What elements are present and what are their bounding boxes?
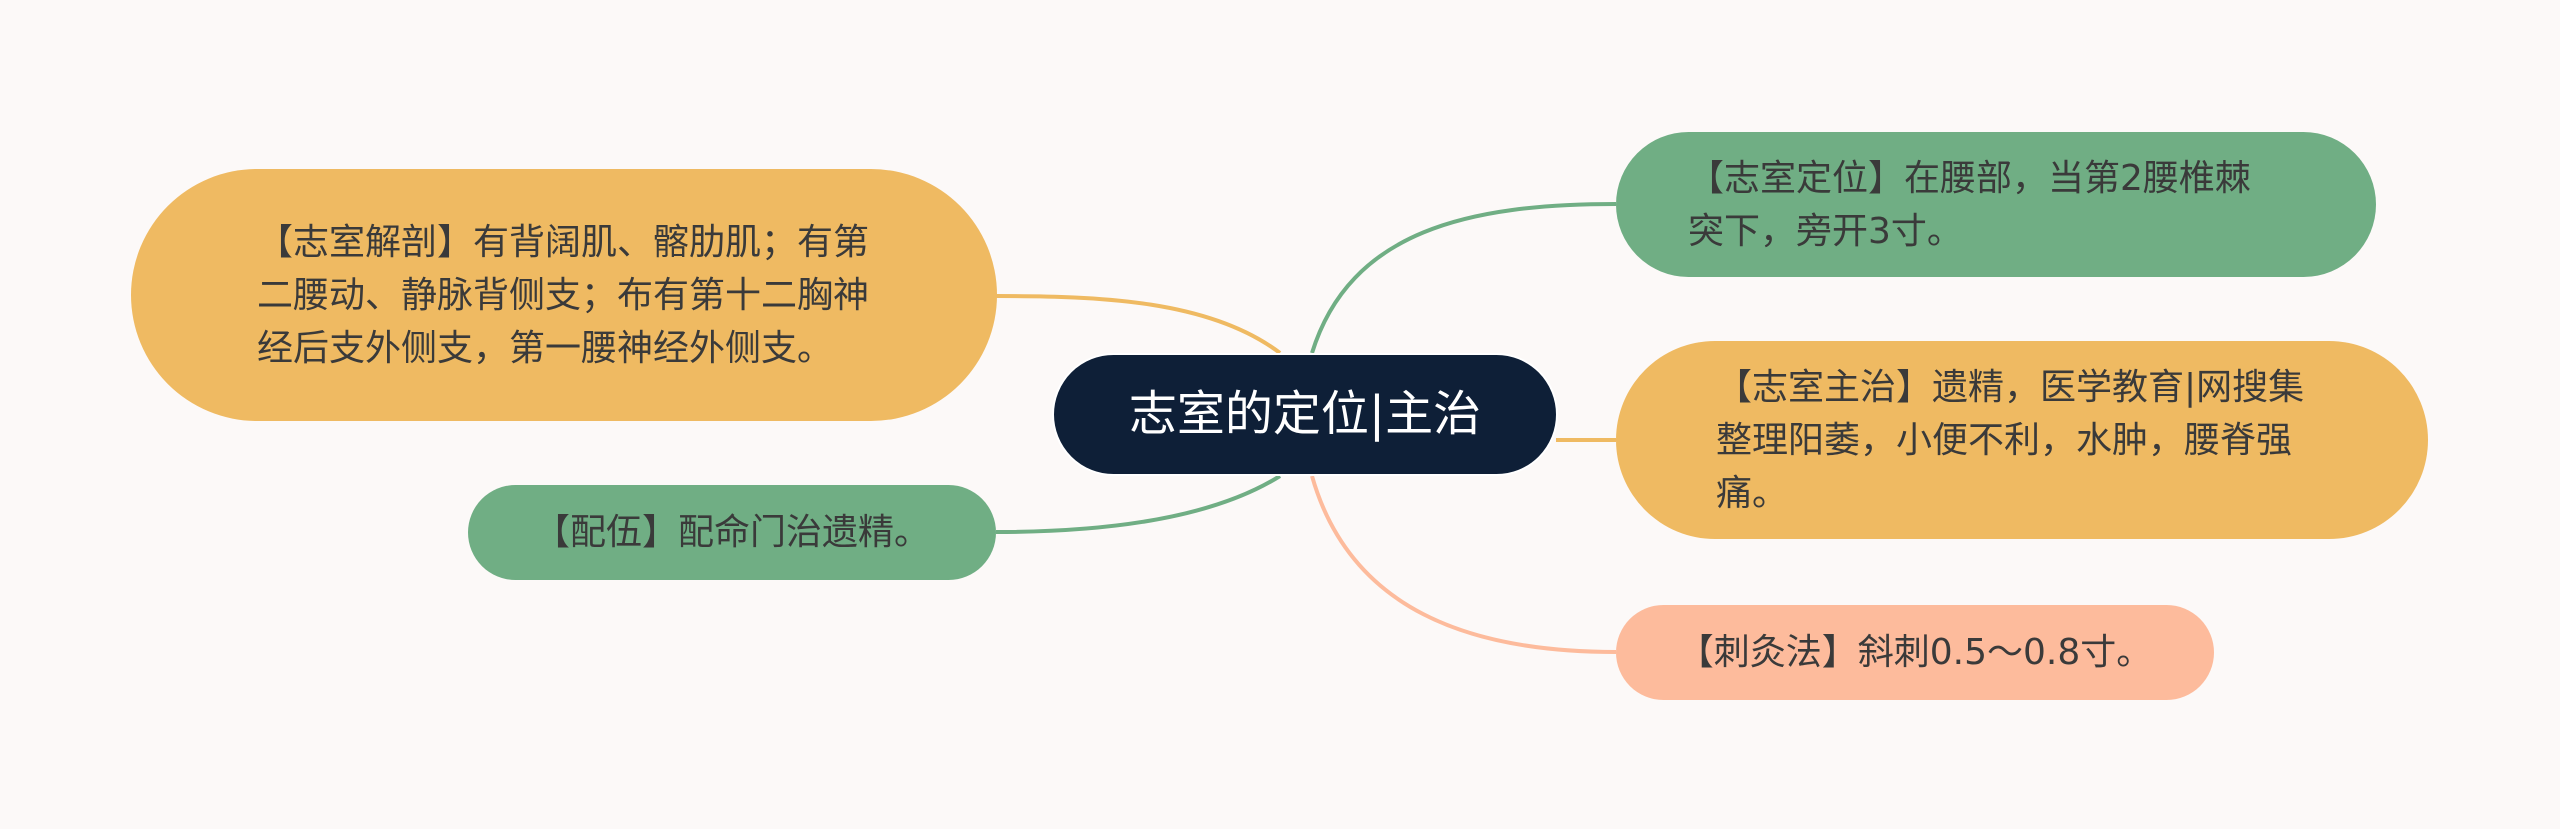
connector-combination <box>995 474 1282 534</box>
topic-anatomy[interactable]: 【志室解剖】有背阔肌、髂肋肌；有第二腰动、静脉背侧支；布有第十二胸神经后支外侧支… <box>131 169 997 421</box>
connector-anatomy <box>995 294 1282 355</box>
topic-location[interactable]: 【志室定位】在腰部，当第2腰椎棘突下，旁开3寸。 <box>1616 132 2376 277</box>
topic-method[interactable]: 【刺灸法】斜刺0.5～0.8寸。 <box>1616 605 2214 700</box>
topic-location-text: 【志室定位】在腰部，当第2腰椎棘突下，旁开3寸。 <box>1688 157 2251 252</box>
connector-location <box>1310 202 1617 354</box>
topic-indication-text: 【志室主治】遗精，医学教育|网搜集整理阳萎，小便不利，水肿，腰脊强痛。 <box>1716 366 2305 514</box>
topic-anatomy-text: 【志室解剖】有背阔肌、髂肋肌；有第二腰动、静脉背侧支；布有第十二胸神经后支外侧支… <box>257 221 870 369</box>
topic-combination-text: 【配伍】配命门治遗精。 <box>533 512 930 553</box>
central-topic[interactable]: 志室的定位|主治 <box>1052 353 1558 476</box>
topic-combination[interactable]: 【配伍】配命门治遗精。 <box>468 485 996 580</box>
topic-method-text: 【刺灸法】斜刺0.5～0.8寸。 <box>1677 632 2153 673</box>
central-topic-label: 志室的定位|主治 <box>1128 386 1482 442</box>
topic-indication[interactable]: 【志室主治】遗精，医学教育|网搜集整理阳萎，小便不利，水肿，腰脊强痛。 <box>1616 341 2428 539</box>
connector-method <box>1310 475 1617 654</box>
